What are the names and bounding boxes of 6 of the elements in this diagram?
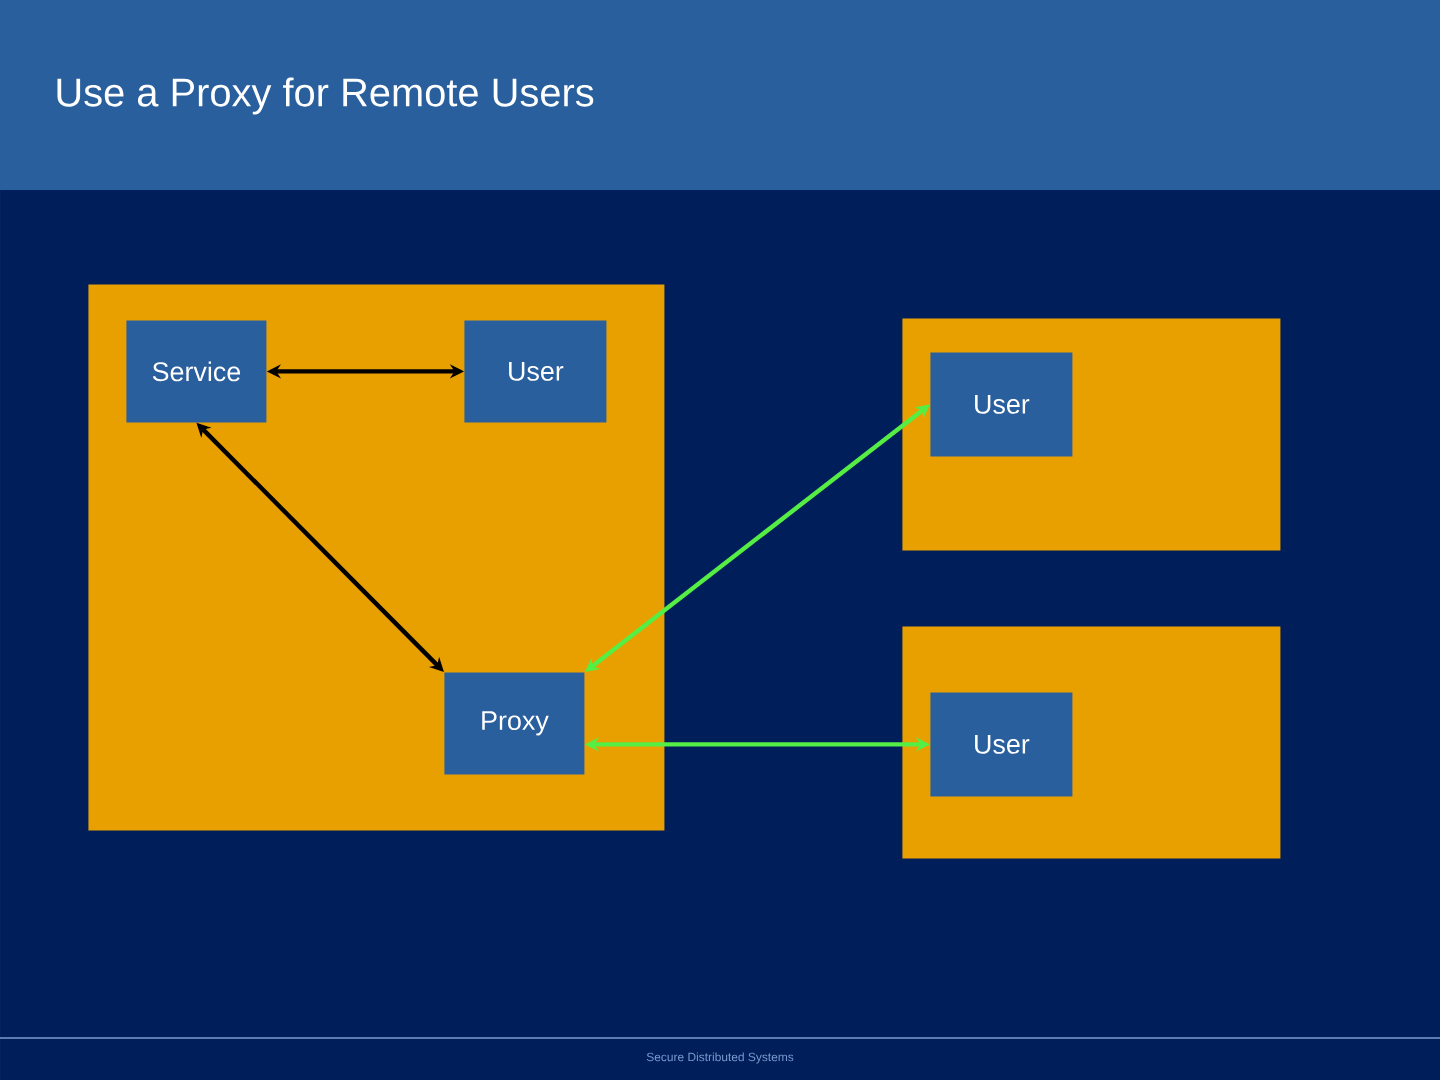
user-box: Service bbox=[126, 320, 267, 423]
user-box: User bbox=[464, 320, 607, 423]
slide-title: Use a Proxy for Remote Users bbox=[57, 77, 594, 115]
user-box: User bbox=[930, 352, 1073, 457]
user-box: User bbox=[930, 692, 1073, 797]
user-box: Proxy bbox=[444, 672, 585, 775]
